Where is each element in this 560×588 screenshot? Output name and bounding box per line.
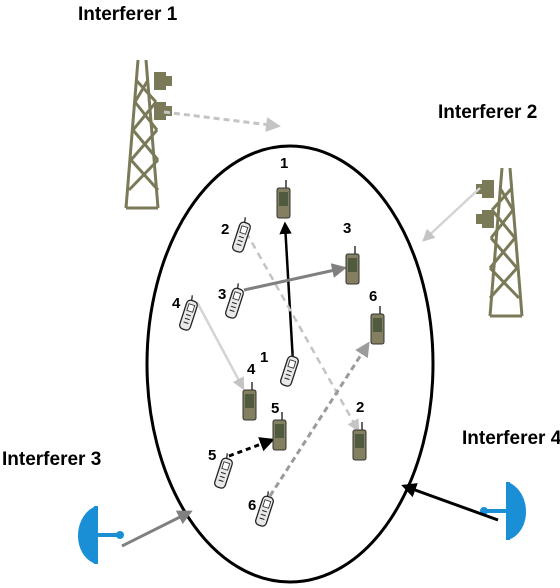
receiver-3-label: 3	[343, 220, 351, 237]
transmitter-6-label: 6	[248, 497, 256, 514]
transmitter-6-phone-icon	[253, 489, 277, 528]
receiver-4-device-icon	[242, 381, 257, 421]
interferer-4-label: Interferer 4	[462, 428, 560, 449]
interference-arrow-3	[121, 510, 193, 548]
cell-coverage-ellipse	[145, 144, 435, 584]
transmitter-5-label: 5	[208, 447, 216, 464]
interference-arrow-4	[401, 483, 499, 522]
interferer-3-label: Interferer 3	[2, 449, 101, 470]
transmitter-1-label: 1	[260, 349, 268, 366]
receiver-1-device-icon	[276, 179, 291, 219]
transmitter-3-label: 3	[218, 286, 226, 303]
receiver-5-device-icon	[272, 411, 287, 451]
transmitter-2-phone-icon	[230, 215, 254, 254]
interference-arrow-2	[422, 187, 481, 242]
interferer-4-dish-icon	[478, 480, 528, 542]
interference-arrow-1	[163, 110, 281, 132]
transmitter-4-phone-icon	[177, 293, 201, 332]
receiver-1-label: 1	[280, 155, 288, 172]
interferer-2-tower-icon	[474, 166, 524, 318]
interferer-1-label: Interferer 1	[78, 4, 178, 25]
transmitter-4-label: 4	[172, 295, 181, 312]
receiver-2-device-icon	[352, 421, 367, 461]
link-arrow-6	[268, 341, 370, 497]
receiver-5-label: 5	[271, 400, 279, 417]
interferer-1-tower-icon	[124, 58, 174, 210]
transmitter-1-phone-icon	[278, 349, 302, 388]
link-arrow-3	[243, 263, 347, 292]
transmitter-2-label: 2	[221, 221, 229, 238]
link-arrow-4	[195, 301, 245, 391]
receiver-6-label: 6	[369, 288, 377, 305]
transmitter-5-phone-icon	[212, 451, 236, 490]
link-arrow-1	[279, 221, 295, 363]
link-arrow-5	[228, 437, 275, 458]
receiver-6-device-icon	[370, 305, 385, 345]
interferer-3-dish-icon	[76, 504, 126, 566]
transmitter-3-phone-icon	[223, 281, 247, 320]
receiver-4-label: 4	[247, 361, 256, 378]
receiver-2-label: 2	[356, 399, 364, 416]
link-arrow-2	[244, 231, 360, 433]
interferer-2-label: Interferer 2	[438, 102, 537, 123]
receiver-3-device-icon	[345, 245, 360, 285]
